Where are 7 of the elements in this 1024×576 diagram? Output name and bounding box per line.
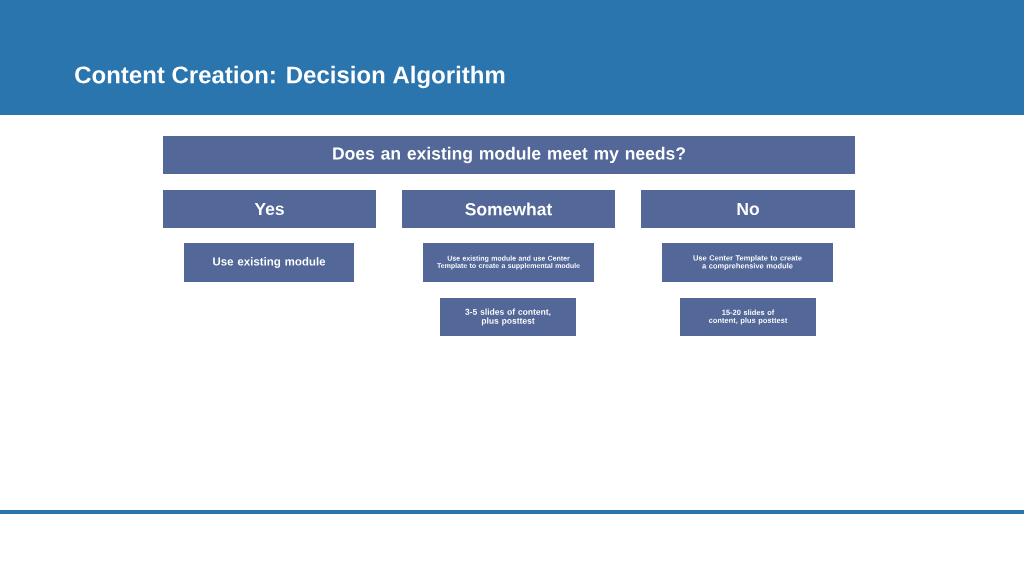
answer-box: Yes bbox=[163, 190, 376, 228]
question-box: Does an existing module meet my needs? bbox=[163, 136, 855, 174]
outcome-box: 3-5 slides of content, plus posttest bbox=[440, 298, 576, 336]
slide-title: Content Creation: Decision Algorithm bbox=[75, 65, 505, 89]
answer-box: No bbox=[641, 190, 855, 228]
action-box: Use existing module bbox=[184, 243, 354, 282]
answer-box: Somewhat bbox=[402, 190, 615, 228]
